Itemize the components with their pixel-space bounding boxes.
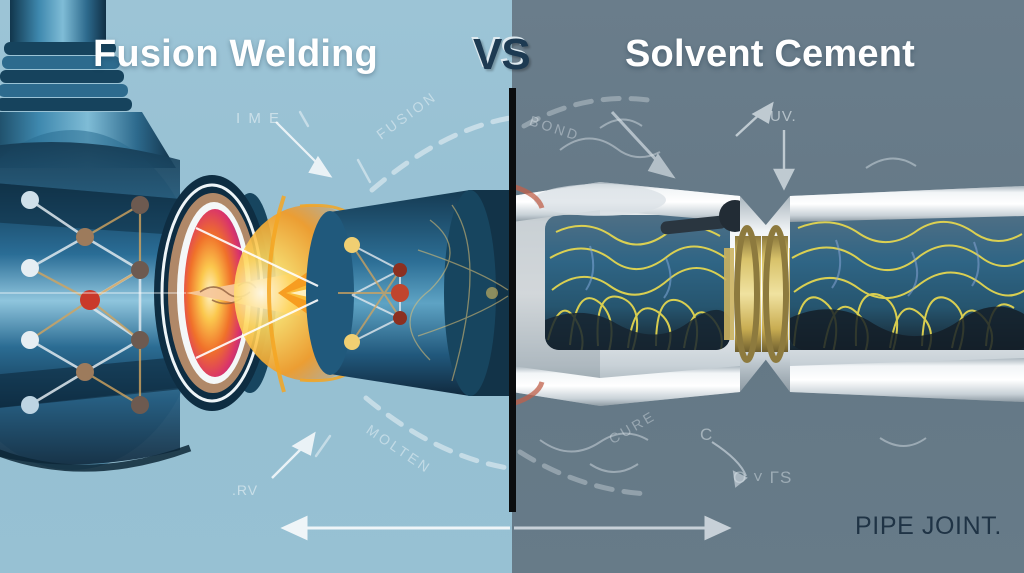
uv-arrow (735, 101, 795, 191)
vs-label: VS (473, 30, 531, 79)
c-annotation: C (700, 425, 713, 444)
outer-sleeve-swirls (539, 118, 927, 473)
vertical-divider (509, 88, 516, 512)
energy-arcs (409, 204, 509, 382)
left-direction-arrow (280, 515, 510, 541)
uv-annotation: UV. (770, 108, 797, 125)
rv-arrow (271, 431, 316, 479)
right-lattice-nodes (338, 237, 409, 350)
dashed-arcs (363, 115, 512, 471)
left-panel-title: Fusion Welding (93, 33, 378, 75)
right-panel-title: Solvent Cement (625, 33, 915, 75)
ime-arrow (275, 121, 333, 178)
ols-annotation: O ˅ ΓS (733, 468, 793, 487)
right-direction-arrow (514, 515, 732, 541)
incoming-arrow (610, 110, 676, 179)
callout-lines (0, 227, 319, 359)
left-pipe-section (512, 182, 751, 407)
ime-annotation: I M E (236, 110, 282, 127)
rv-annotation: .RV (232, 482, 259, 498)
footer-label: PIPE JOINT. (855, 512, 1002, 540)
molecular-lattice-nodes (21, 191, 149, 414)
right-pipe-section (790, 186, 1024, 402)
dashed-arcs-right (517, 96, 651, 497)
cure-arrow (711, 441, 748, 488)
